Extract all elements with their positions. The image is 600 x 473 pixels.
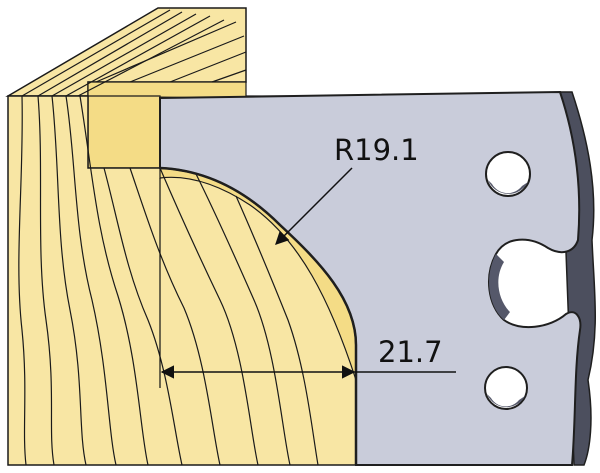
radius-dimension-label: R19.1 bbox=[334, 133, 419, 167]
wood-grain-top bbox=[21, 9, 247, 97]
wood-grain-front bbox=[18, 95, 319, 466]
mounting-hole-upper bbox=[485, 151, 531, 197]
wood-step-face bbox=[87, 95, 161, 169]
locating-notch-shadow bbox=[489, 254, 510, 320]
width-dimension-label: 21.7 bbox=[378, 335, 443, 369]
cutter-blade bbox=[159, 90, 596, 466]
mounting-hole-lower bbox=[484, 366, 528, 410]
blade-profile-edge bbox=[159, 166, 358, 465]
radius-leader-line bbox=[275, 167, 353, 245]
